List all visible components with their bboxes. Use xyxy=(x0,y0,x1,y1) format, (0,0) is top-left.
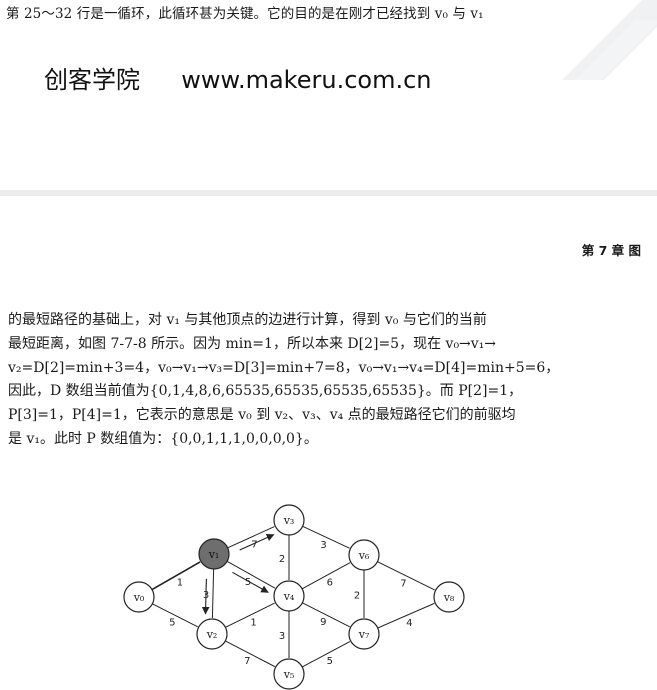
body-paragraph: 的最短路径的基础上，对 v₁ 与其他顶点的边进行计算，得到 v₀ 与它们的当前 … xyxy=(8,309,648,452)
node-label-v0: v₀ xyxy=(133,591,145,604)
node-label-v3: v₃ xyxy=(283,514,295,527)
paragraph-line: 是 v₁。此时 P 数组值为：{0,0,1,1,1,0,0,0,0}。 xyxy=(8,430,318,447)
paragraph-line: 最短距离，如图 7-7-8 所示。因为 min=1，所以本来 D[2]=5，现在… xyxy=(8,335,497,352)
paragraph-line: v₂=D[2]=min+3=4，v₀→v₁→v₃=D[3]=min+7=8，v₀… xyxy=(8,359,560,376)
edge-weight-v5-v7: 5 xyxy=(327,656,333,667)
edge-weight-v6-v8: 7 xyxy=(400,578,406,589)
direction-arrow-v1-v4 xyxy=(232,571,269,593)
edge-weight-v3-v6: 3 xyxy=(320,540,326,551)
direction-arrow-v1-v3 xyxy=(239,533,275,551)
edge-weight-v1-v3: 7 xyxy=(251,539,257,550)
node-v2 xyxy=(196,618,228,650)
edge-weight-v2-v4: 1 xyxy=(250,617,256,628)
edge-v0-v2 xyxy=(152,603,198,628)
node-v5 xyxy=(273,658,305,690)
node-v4 xyxy=(273,580,305,612)
edge-v2-v5 xyxy=(225,640,276,668)
top-text-line: 第 25～32 行是一循环，此循环甚为关键。它的目的是在刚才已经找到 v₀ 与 … xyxy=(6,6,484,22)
watermark-url: www.makeru.com.cn xyxy=(181,66,432,94)
node-label-v7: v₇ xyxy=(358,628,370,641)
paragraph-line: 因此，D 数组当前值为{0,1,4,8,6,65535,65535,65535,… xyxy=(8,383,523,400)
chapter-header: 第 7 章 图 xyxy=(581,243,641,258)
node-label-v1: v₁ xyxy=(208,548,220,561)
edge-v7-v8 xyxy=(377,602,435,629)
edge-v2-v4 xyxy=(225,602,275,628)
node-v7 xyxy=(348,618,380,650)
paragraph-line: 的最短路径的基础上，对 v₁ 与其他顶点的边进行计算，得到 v₀ 与它们的当前 xyxy=(8,312,487,328)
edge-v0-v1 xyxy=(151,561,201,591)
edge-v4-v6 xyxy=(301,562,351,590)
edge-weight-v4-v7: 9 xyxy=(320,617,326,628)
node-label-v2: v₂ xyxy=(206,628,218,641)
edge-weight-v1-v4: 5 xyxy=(245,577,251,588)
edge-weight-v7-v8: 4 xyxy=(406,618,412,629)
edge-v3-v6 xyxy=(302,525,350,549)
edge-weight-v4-v5: 3 xyxy=(279,631,285,642)
edge-v5-v7 xyxy=(301,641,351,668)
node-label-v5: v₅ xyxy=(283,668,295,681)
edge-v1-v4 xyxy=(226,560,276,589)
site-watermark: 创客学院 www.makeru.com.cn xyxy=(44,60,657,95)
edge-weight-v3-v4: 2 xyxy=(279,554,285,565)
edge-v4-v7 xyxy=(302,602,350,628)
edge-v1-v2 xyxy=(211,568,215,619)
node-v8 xyxy=(433,581,465,613)
edge-v1-v3 xyxy=(227,526,275,549)
node-v1 xyxy=(198,538,230,570)
edge-weight-v2-v5: 7 xyxy=(244,656,250,667)
shortest-path-graph: 1 5 3 7 5 1 7 2 3 6 9 3 5 2 7 4 v₀ v₁ v₂ v₃ v₄ v₅ v₆ v₇ v₈ xyxy=(123,504,465,690)
edge-weight-v4-v6: 6 xyxy=(327,578,333,589)
edge-v6-v8 xyxy=(377,561,435,591)
node-label-v8: v₈ xyxy=(443,591,455,604)
node-label-v4: v₄ xyxy=(283,590,295,603)
page-gap xyxy=(0,190,657,196)
node-label-v6: v₆ xyxy=(358,549,370,562)
watermark-name: 创客学院 xyxy=(44,66,140,94)
direction-arrow-v1-v2 xyxy=(201,578,210,615)
node-v3 xyxy=(273,504,305,536)
edge-weight-v1-v2: 3 xyxy=(203,590,209,601)
node-v6 xyxy=(348,539,380,571)
edge-weight-v6-v7: 2 xyxy=(354,591,360,602)
paragraph-line: P[3]=1，P[4]=1，它表示的意思是 v₀ 到 v₂、v₃、v₄ 点的最短… xyxy=(8,407,516,424)
node-v0 xyxy=(123,581,155,613)
edge-weight-v0-v2: 5 xyxy=(169,618,175,629)
edge-weight-v0-v1: 1 xyxy=(177,578,183,589)
